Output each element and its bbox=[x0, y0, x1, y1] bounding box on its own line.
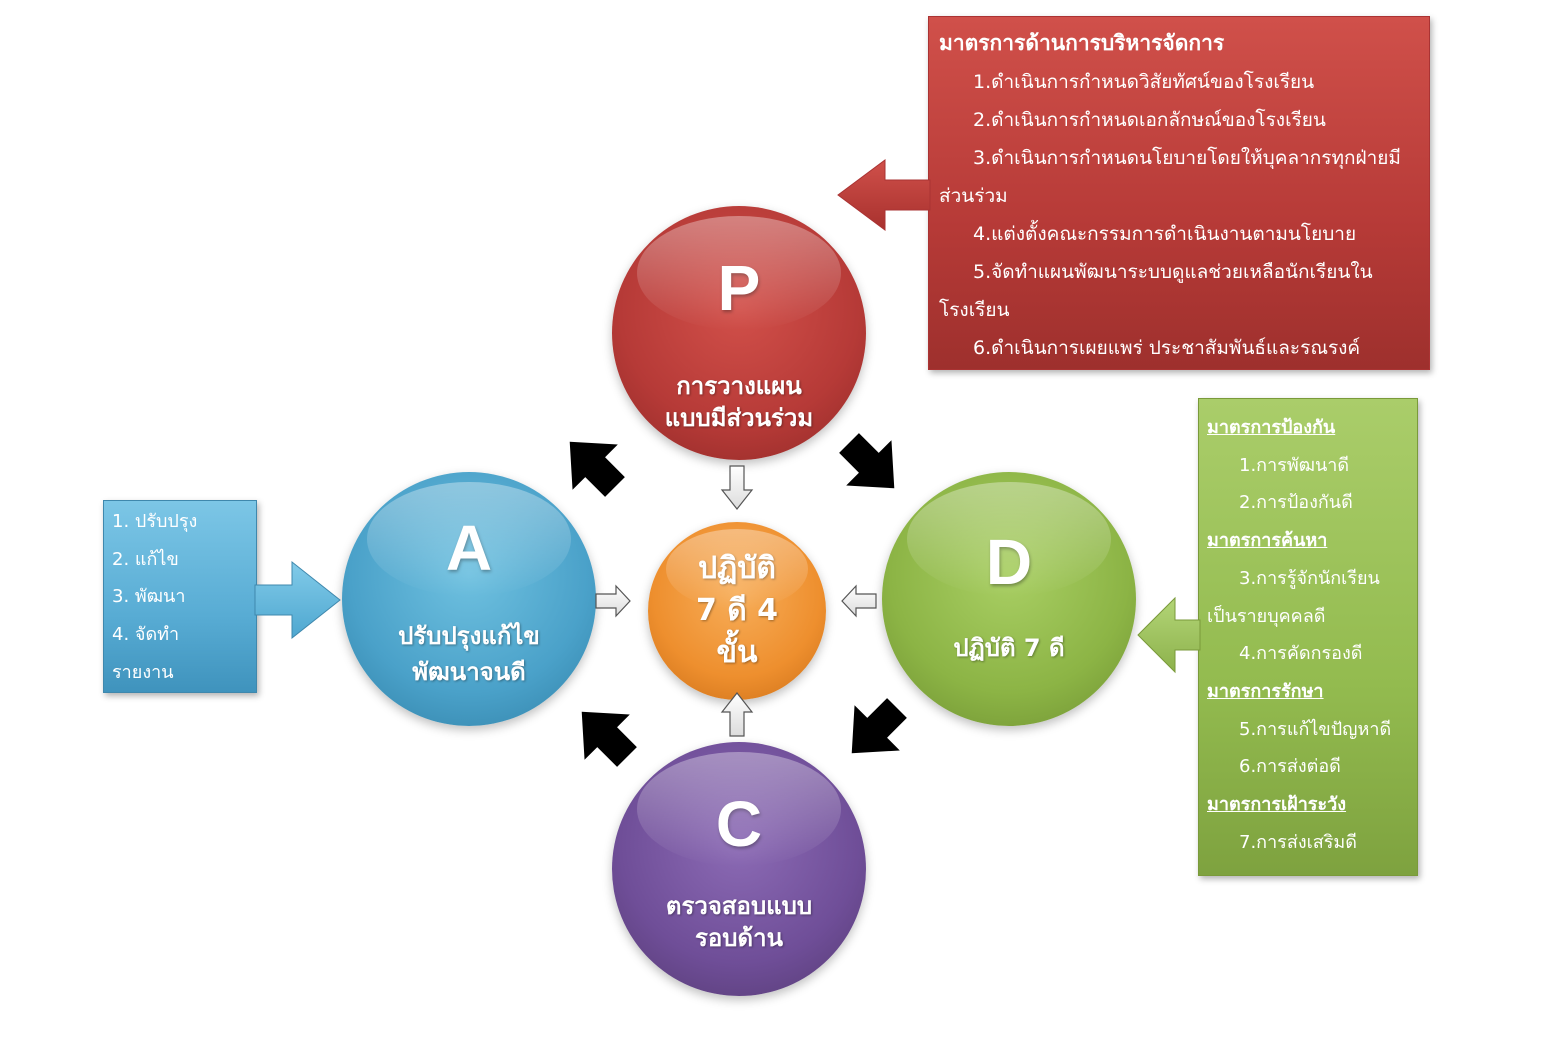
management-measures-title: มาตรการด้านการบริหารจัดการ bbox=[939, 31, 1225, 55]
improvement-item: 4. จัดทำ bbox=[112, 624, 180, 646]
plan-label-line2: แบบมีส่วนร่วม bbox=[664, 404, 814, 432]
improvement-item: 1. ปรับปรุง bbox=[112, 511, 198, 532]
measure-item: 6.การส่งต่อดี bbox=[1239, 756, 1341, 778]
do-circle: D ปฏิบัติ 7 ดี bbox=[882, 472, 1136, 726]
measure-item: 3.การรู้จักนักเรียน bbox=[1239, 567, 1380, 589]
center-label-line3: ขั้น bbox=[716, 635, 758, 670]
measure-item: 5.การแก้ไขปัญหาดี bbox=[1239, 718, 1392, 740]
search-heading: มาตรการค้นหา bbox=[1207, 530, 1328, 552]
measure-item: 1.การพัฒนาดี bbox=[1239, 454, 1350, 476]
act-letter: A bbox=[445, 512, 493, 584]
cycle-arrow-p-to-d bbox=[839, 433, 895, 489]
center-label-line1: ปฏิบัติ bbox=[698, 551, 776, 586]
act-label-line1: ปรับปรุงแก้ไข bbox=[398, 622, 540, 650]
seven-good-measures-box: มาตรการป้องกัน 1.การพัฒนาดี 2.การป้องกัน… bbox=[1198, 398, 1418, 876]
measure-item: 4.การคัดกรองดี bbox=[1239, 643, 1363, 665]
measure-item-continuation: เป็นรายบุคคลดี bbox=[1207, 605, 1326, 627]
treatment-heading: มาตรการรักษา bbox=[1207, 680, 1324, 702]
act-circle: A ปรับปรุงแก้ไข พัฒนาจนดี bbox=[342, 472, 596, 726]
measure-item: 2.การป้องกันดี bbox=[1239, 492, 1353, 514]
improvement-item: 3. พัฒนา bbox=[112, 586, 186, 608]
check-label-line1: ตรวจสอบแบบ bbox=[665, 892, 813, 920]
check-letter: C bbox=[715, 788, 763, 860]
management-item: 5.จัดทำแผนพัฒนาระบบดูแลช่วยเหลือนักเรียน… bbox=[973, 261, 1373, 283]
do-letter: D bbox=[985, 526, 1033, 598]
management-item-continuation: โรงเรียน bbox=[939, 299, 1010, 321]
plan-letter: P bbox=[717, 252, 761, 324]
center-label-line2: 7 ดี 4 bbox=[695, 593, 779, 628]
improvement-to-act-arrow bbox=[254, 560, 341, 640]
management-item-continuation: ส่วนร่วม bbox=[939, 185, 1008, 207]
surveillance-heading: มาตรการเฝ้าระวัง bbox=[1207, 794, 1347, 816]
management-item: 4.แต่งตั้งคณะกรรมการดำเนินงานตามนโยบาย bbox=[973, 223, 1357, 245]
check-label-line2: รอบด้าน bbox=[694, 924, 783, 952]
check-circle: C ตรวจสอบแบบ รอบด้าน bbox=[612, 742, 866, 996]
act-to-center-arrow bbox=[595, 584, 631, 618]
prevention-heading: มาตรการป้องกัน bbox=[1207, 417, 1336, 438]
management-measures-box: มาตรการด้านการบริหารจัดการ 1.ดำเนินการกำ… bbox=[928, 16, 1430, 370]
do-to-center-arrow bbox=[841, 584, 877, 618]
cycle-arrow-a-to-p bbox=[569, 441, 625, 497]
management-item: 2.ดำเนินการกำหนดเอกลักษณ์ของโรงเรียน bbox=[973, 109, 1326, 131]
measure-item: 7.การส่งเสริมดี bbox=[1239, 831, 1357, 853]
plan-to-center-arrow bbox=[720, 465, 754, 510]
cycle-arrow-c-to-a bbox=[581, 711, 637, 767]
improvement-box: 1. ปรับปรุง 2. แก้ไข 3. พัฒนา 4. จัดทำ ร… bbox=[103, 500, 257, 693]
act-label-line2: พัฒนาจนดี bbox=[412, 658, 526, 686]
center-circle: ปฏิบัติ 7 ดี 4 ขั้น bbox=[648, 522, 826, 700]
management-item: 1.ดำเนินการกำหนดวิสัยทัศน์ของโรงเรียน bbox=[973, 71, 1315, 93]
management-item: 3.ดำเนินการกำหนดนโยบายโดยให้บุคลากรทุกฝ่… bbox=[973, 147, 1401, 169]
plan-label-line1: การวางแผน bbox=[676, 372, 802, 400]
improvement-item: รายงาน bbox=[112, 661, 174, 683]
improvement-item: 2. แก้ไข bbox=[112, 548, 179, 570]
measures-to-do-arrow bbox=[1137, 596, 1201, 674]
cycle-arrow-d-to-c bbox=[851, 698, 907, 754]
management-item: 6.ดำเนินการเผยแพร่ ประชาสัมพันธ์และรณรงค… bbox=[973, 337, 1361, 359]
plan-circle: P การวางแผน แบบมีส่วนร่วม bbox=[612, 206, 866, 460]
do-label: ปฏิบัติ 7 ดี bbox=[953, 634, 1065, 662]
management-to-plan-arrow bbox=[837, 159, 931, 231]
